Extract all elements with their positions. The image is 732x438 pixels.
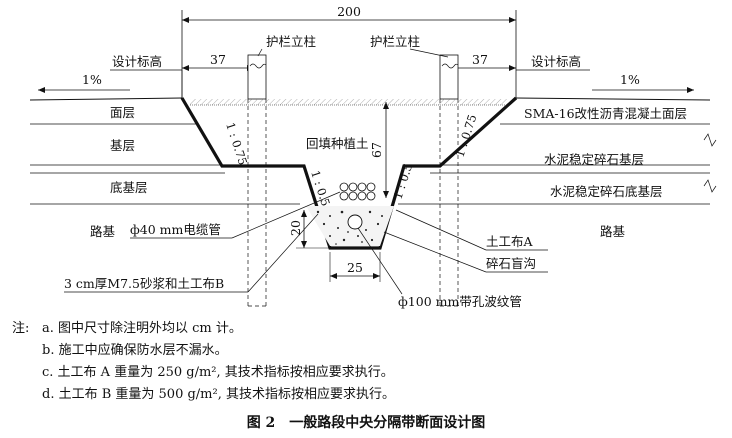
notes-block: 注: a. 图中尺寸除注明外均以 cm 计。 b. 施工中应确保防水层不漏水。 c… (12, 318, 722, 406)
note-d: d. 土工布 B 重量为 500 g/m², 其技术指标按相应要求执行。 (42, 387, 395, 402)
guardrail-post-right (439, 54, 459, 307)
slope-upper-left-label: 1 : 0.75 (223, 121, 250, 167)
cable-pipe-label: ф40 mm电缆管 (130, 222, 221, 237)
dim-left-offset-label: 37 (210, 52, 226, 67)
cable-pipe-bundle (339, 182, 376, 201)
guardrail-post-left-label: 护栏立柱 (266, 34, 316, 49)
subgrade-right-label: 路基 (600, 224, 626, 239)
surface-layer-label: 面层 (110, 105, 135, 120)
design-elevation-right-label: 设计标高 (531, 54, 581, 69)
sma-layer-label: SMA-16改性沥青混凝土面层 (524, 106, 687, 121)
note-line-d: d. 土工布 B 重量为 500 g/m², 其技术指标按相应要求执行。 (12, 384, 722, 406)
note-line-a: 注: a. 图中尺寸除注明外均以 cm 计。 (12, 318, 722, 340)
cement-subbase-label: 水泥稳定碎石底基层 (550, 184, 663, 199)
cement-base-label: 水泥稳定碎石基层 (544, 152, 644, 167)
dim-depth-label: 67 (369, 142, 384, 158)
notes-prefix: 注: (12, 321, 30, 336)
slope-left-label: 1% (82, 72, 102, 87)
subbase-layer-label: 底基层 (110, 180, 148, 195)
mortar-label: 3 cm厚M7.5砂浆和土工布B (64, 276, 224, 291)
note-line-b: b. 施工中应确保防水层不漏水。 (12, 340, 722, 362)
design-elevation-left-label: 设计标高 (112, 54, 162, 69)
note-a: a. 图中尺寸除注明外均以 cm 计。 (42, 321, 242, 336)
corrugated-pipe-label: ф100 mm带孔波纹管 (398, 294, 522, 309)
dim-trench-depth: 20 (288, 210, 330, 249)
dim-total-width-label: 200 (337, 4, 361, 19)
dim-bottom-width: 25 (329, 252, 381, 282)
corrugated-pipe (347, 214, 363, 230)
note-b: b. 施工中应确保防水层不漏水。 (42, 343, 228, 358)
base-layer-label: 基层 (110, 138, 135, 153)
dim-right-offset-label: 37 (472, 52, 488, 67)
subgrade-left-label: 路基 (90, 224, 116, 239)
slope-arrow-left: 1% (38, 72, 130, 93)
surface-hatch (190, 99, 508, 105)
figure-caption: 图 2 一般路段中央分隔带断面设计图 (246, 415, 486, 431)
guardrail-post-left (247, 54, 267, 307)
guardrail-post-right-label: 护栏立柱 (370, 34, 420, 49)
slope-right-label: 1% (620, 72, 640, 87)
dim-depth: 67 (369, 102, 389, 198)
gravel-drain-label: 碎石盲沟 (486, 256, 536, 271)
dim-total-width: 200 (181, 4, 517, 100)
dim-trench-depth-label: 20 (288, 220, 303, 236)
slope-arrow-right: 1% (592, 72, 694, 93)
backfill-label: 回填种植土 (306, 136, 369, 151)
cross-section-diagram: 200 37 37 护栏立柱 护栏立柱 设计标高 设计标高 1% 1% (29, 4, 717, 309)
note-c: c. 土工布 A 重量为 250 g/m², 其技术指标按相应要求执行。 (42, 365, 394, 380)
dim-bottom-width-label: 25 (347, 260, 363, 275)
median-trench-outline (180, 96, 518, 250)
slope-lower-right-label: 1 : 0.5 (391, 162, 416, 201)
dim-left-offset: 37 (182, 52, 254, 71)
geotextile-a-label: 土工布A (486, 234, 534, 249)
note-line-c: c. 土工布 A 重量为 250 g/m², 其技术指标按相应要求执行。 (12, 362, 722, 384)
